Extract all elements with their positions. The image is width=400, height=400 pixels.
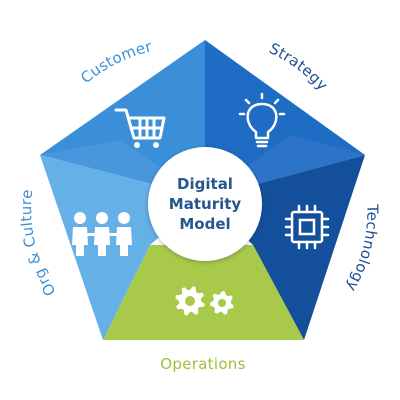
- lightbulb-icon: [238, 92, 286, 148]
- microchip-icon: [284, 204, 330, 250]
- gear-hole: [185, 296, 195, 306]
- gear-hole: [218, 299, 226, 307]
- label-customer: Customer: [77, 37, 154, 87]
- center-title-line1: Digital: [177, 175, 233, 193]
- people-icon: [72, 212, 132, 256]
- center-title-line2: Maturity: [169, 195, 242, 213]
- gears-icon: [175, 286, 234, 316]
- center-badge[interactable]: Digital Maturity Model: [148, 147, 262, 261]
- segment-customer[interactable]: [40, 40, 205, 198]
- label-strategy: Strategy: [266, 39, 331, 94]
- segment-operations[interactable]: [103, 245, 304, 340]
- shopping-cart-icon: [114, 108, 166, 148]
- center-title-line3: Model: [179, 215, 230, 233]
- label-org-culture: Org & Culture: [17, 188, 59, 299]
- segment-strategy[interactable]: [205, 40, 365, 198]
- label-operations: Operations: [160, 355, 245, 373]
- label-technology: Technology: [343, 203, 382, 294]
